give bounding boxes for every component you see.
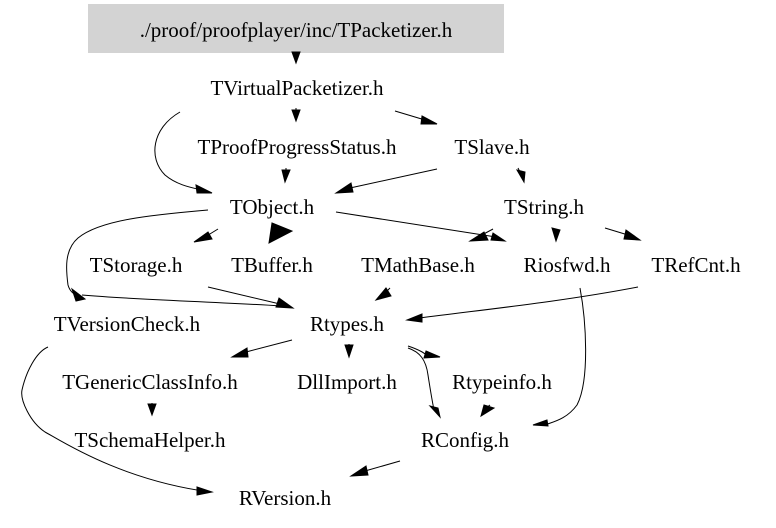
edge-tstring-trefcnt — [604, 227, 629, 236]
arrowhead-tobject-riosfwd — [490, 232, 507, 242]
node-tobject[interactable]: TObject.h — [230, 195, 315, 219]
node-tversioncheck[interactable]: TVersionCheck.h — [54, 312, 201, 336]
edge-tversioncheck-rtypes — [81, 294, 283, 307]
edge-rtypes-tgenericclassinfo — [245, 339, 293, 353]
node-tproofprogressstatus[interactable]: TProofProgressStatus.h — [198, 135, 397, 159]
node-rtypeinfo[interactable]: Rtypeinfo.h — [452, 370, 552, 394]
edge-tslave-tobject — [349, 168, 438, 189]
arrowhead-tvirtualpacketizer-tproofprogressstatus — [291, 109, 301, 123]
edge-tstorage-rtypes — [207, 286, 281, 305]
node-rtypes[interactable]: Rtypes.h — [310, 312, 385, 336]
nodes: ./proof/proofplayer/inc/TPacketizer.h TV… — [54, 18, 741, 510]
arrowhead-rtypes-rconfig — [428, 405, 441, 419]
edge-rtypes-rconfig — [407, 347, 435, 411]
arrowhead-root-tvirtualpacketizer — [291, 51, 301, 65]
edge-tvirtualpacketizer-tobject — [154, 111, 207, 192]
arrowhead-tgenericclassinfo-tschemahelper — [147, 403, 157, 417]
arrowhead-rconfig-rversion — [349, 465, 369, 477]
arrowhead-tobject-tstorage — [193, 231, 213, 243]
node-rversion[interactable]: RVersion.h — [239, 486, 332, 510]
arrowhead-rtypeinfo-rconfig — [480, 404, 496, 418]
arrowhead-rtypes-tgenericclassinfo — [230, 347, 249, 358]
arrowhead-rtypes-rtypeinfo — [423, 350, 441, 359]
root-node-box — [88, 4, 504, 53]
arrowhead-tversioncheck-rversion — [196, 486, 214, 496]
arrowhead-tstring-trefcnt — [623, 229, 642, 241]
arrowhead-tslave-tobject — [334, 182, 354, 194]
edge-tobject-riosfwd — [335, 211, 497, 238]
node-tstring[interactable]: TString.h — [504, 195, 584, 219]
edge-tvirtualpacketizer-tslave — [394, 110, 426, 121]
edge-riosfwd-rconfig — [544, 287, 587, 426]
node-tmathbase[interactable]: TMathBase.h — [361, 253, 475, 277]
node-tslave[interactable]: TSlave.h — [454, 135, 530, 159]
node-dllimport[interactable]: DllImport.h — [297, 370, 397, 394]
node-tvirtualpacketizer[interactable]: TVirtualPacketizer.h — [210, 76, 384, 100]
node-tbuffer[interactable]: TBuffer.h — [231, 253, 313, 277]
node-tgenericclassinfo[interactable]: TGenericClassInfo.h — [62, 370, 238, 394]
node-tschemahelper[interactable]: TSchemaHelper.h — [74, 428, 226, 452]
node-trefcnt[interactable]: TRefCnt.h — [651, 253, 741, 277]
arrowhead-riosfwd-rconfig — [532, 419, 549, 427]
arrowhead-tvirtualpacketizer-tslave — [420, 115, 438, 125]
arrowhead-tobject-tversioncheck — [71, 287, 87, 302]
arrowhead-tstring-tmathbase — [468, 231, 489, 242]
arrowhead-tobject-tbuffer — [268, 222, 294, 244]
edges — [21, 51, 642, 496]
edge-tversioncheck-rversion — [21, 346, 211, 493]
edge-rconfig-rversion — [364, 460, 401, 472]
edge-tobject-tversioncheck — [66, 209, 209, 297]
arrowhead-tproofprogressstatus-tobject — [281, 169, 291, 184]
node-riosfwd[interactable]: Riosfwd.h — [524, 253, 611, 277]
arrowhead-tstring-riosfwd — [551, 227, 561, 243]
arrowhead-tmathbase-rtypes — [374, 287, 392, 301]
arrowhead-trefcnt-rtypes — [405, 313, 423, 323]
arrowhead-tvirtualpacketizer-tobject — [195, 184, 213, 194]
arrowhead-tstorage-rtypes — [275, 297, 295, 309]
arrowhead-rtypes-dllimport — [344, 344, 354, 359]
edge-trefcnt-rtypes — [419, 286, 639, 319]
node-tstorage[interactable]: TStorage.h — [90, 253, 183, 277]
arrowhead-tslave-tstring — [515, 169, 526, 184]
node-rconfig[interactable]: RConfig.h — [421, 428, 510, 452]
node-root[interactable]: ./proof/proofplayer/inc/TPacketizer.h — [140, 18, 453, 42]
